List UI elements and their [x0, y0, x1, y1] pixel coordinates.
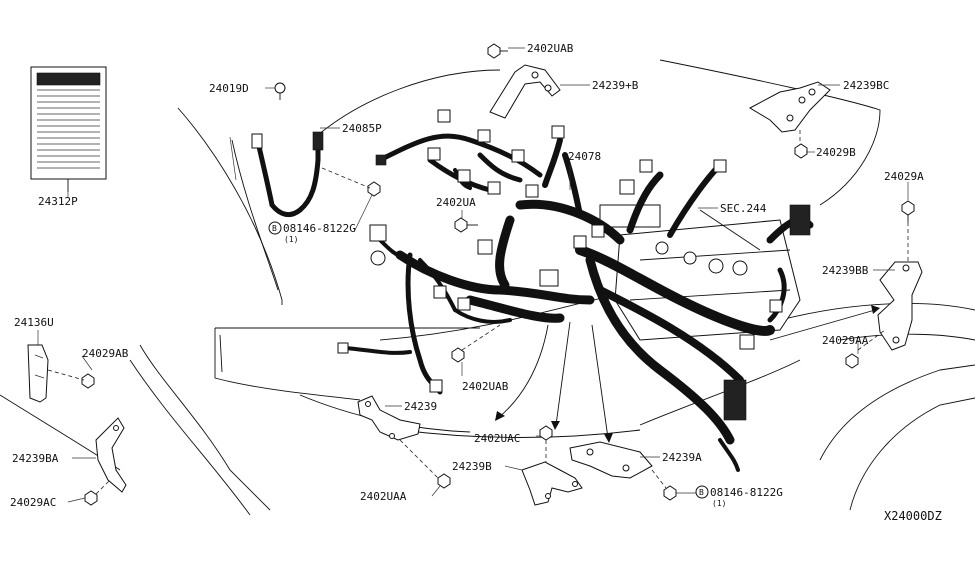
- label-2402UA: 2402UA: [436, 196, 476, 209]
- label-24029AB: 24029AB: [82, 347, 129, 360]
- label-08146-right-qty: (1): [712, 499, 726, 508]
- part-labels: 24312P 24019D 24085P B 08146-8122G (1) 2…: [10, 42, 942, 523]
- connector-icon: [251, 133, 263, 149]
- bolt-icon-24029A: [901, 200, 915, 222]
- battery-outline: [599, 204, 801, 341]
- label-plate-24312P: [30, 66, 107, 192]
- label-2402UAA: 2402UAA: [360, 490, 407, 503]
- harness-connectors: [337, 109, 811, 421]
- bracket-24239BA: [95, 417, 127, 493]
- label-2402UAB-mid: 2402UAB: [462, 380, 509, 393]
- harness-24085P: [251, 131, 324, 218]
- label-24029A: 24029A: [884, 170, 924, 183]
- bolt-icon-24019D: [274, 82, 286, 100]
- label-24029B: 24029B: [816, 146, 856, 159]
- bolt-icon-24029AB: [81, 373, 95, 389]
- label-08146-left: 08146-8122G: [283, 222, 356, 235]
- label-24239BB: 24239BB: [822, 264, 869, 277]
- label-24085P: 24085P: [342, 122, 382, 135]
- bracket-24239B: [521, 461, 583, 506]
- b-circle-icon: [268, 221, 282, 235]
- bolt-icon-2402UAB-top: [487, 43, 508, 59]
- bolt-icons: [81, 43, 915, 506]
- label-24029AA: 24029AA: [822, 334, 869, 347]
- label-08146-left-qty: (1): [284, 235, 298, 244]
- label-24239B: 24239B: [452, 460, 492, 473]
- label-24312P: 24312P: [38, 195, 78, 208]
- label-24019D: 24019D: [209, 82, 249, 95]
- label-24239A: 24239A: [662, 451, 702, 464]
- label-b-left: B: [272, 224, 277, 233]
- main-harness-24078: [343, 133, 814, 472]
- bracket-24239: [357, 395, 421, 441]
- label-24239pB: 24239+B: [592, 79, 639, 92]
- bolt-icon-2402UAC: [539, 425, 553, 441]
- bolt-icon-24029AA: [845, 353, 859, 369]
- bolt-icon-2402UAA: [437, 473, 451, 489]
- label-b-right: B: [699, 488, 704, 497]
- label-2402UAB-top: 2402UAB: [527, 42, 574, 55]
- label-24078: 24078: [568, 150, 601, 163]
- bolt-icon-2402UA: [454, 217, 478, 233]
- label-08146-right: 08146-8122G: [710, 486, 783, 499]
- bracket-24239A: [569, 441, 653, 479]
- leader-lines: [37, 47, 909, 503]
- bracket-24239pB: [489, 64, 561, 119]
- b-circle-icon: [695, 485, 709, 499]
- label-24239BC: 24239BC: [843, 79, 889, 92]
- bracket-24239BB: [877, 261, 923, 351]
- bolt-icon-left-08146: [367, 181, 381, 197]
- bolt-icon-right-08146: [663, 485, 677, 501]
- bracket-24136U: [27, 344, 49, 403]
- label-24239: 24239: [404, 400, 437, 413]
- label-24239BA: 24239BA: [12, 452, 59, 465]
- bracket-24239BC: [748, 81, 831, 133]
- label-2402UAC: 2402UAC: [474, 432, 520, 445]
- bolt-icon-2402UAB-mid: [451, 347, 465, 363]
- diagram-id: X24000DZ: [884, 509, 942, 523]
- label-24029AC: 24029AC: [10, 496, 56, 509]
- label-SEC244: SEC.244: [720, 202, 767, 215]
- connector-icon: [312, 131, 324, 151]
- pointer-arrows: [495, 305, 880, 443]
- bolt-icon-24029AC: [84, 490, 98, 506]
- bolt-icon-24029B: [794, 143, 808, 159]
- label-24136U: 24136U: [14, 316, 54, 329]
